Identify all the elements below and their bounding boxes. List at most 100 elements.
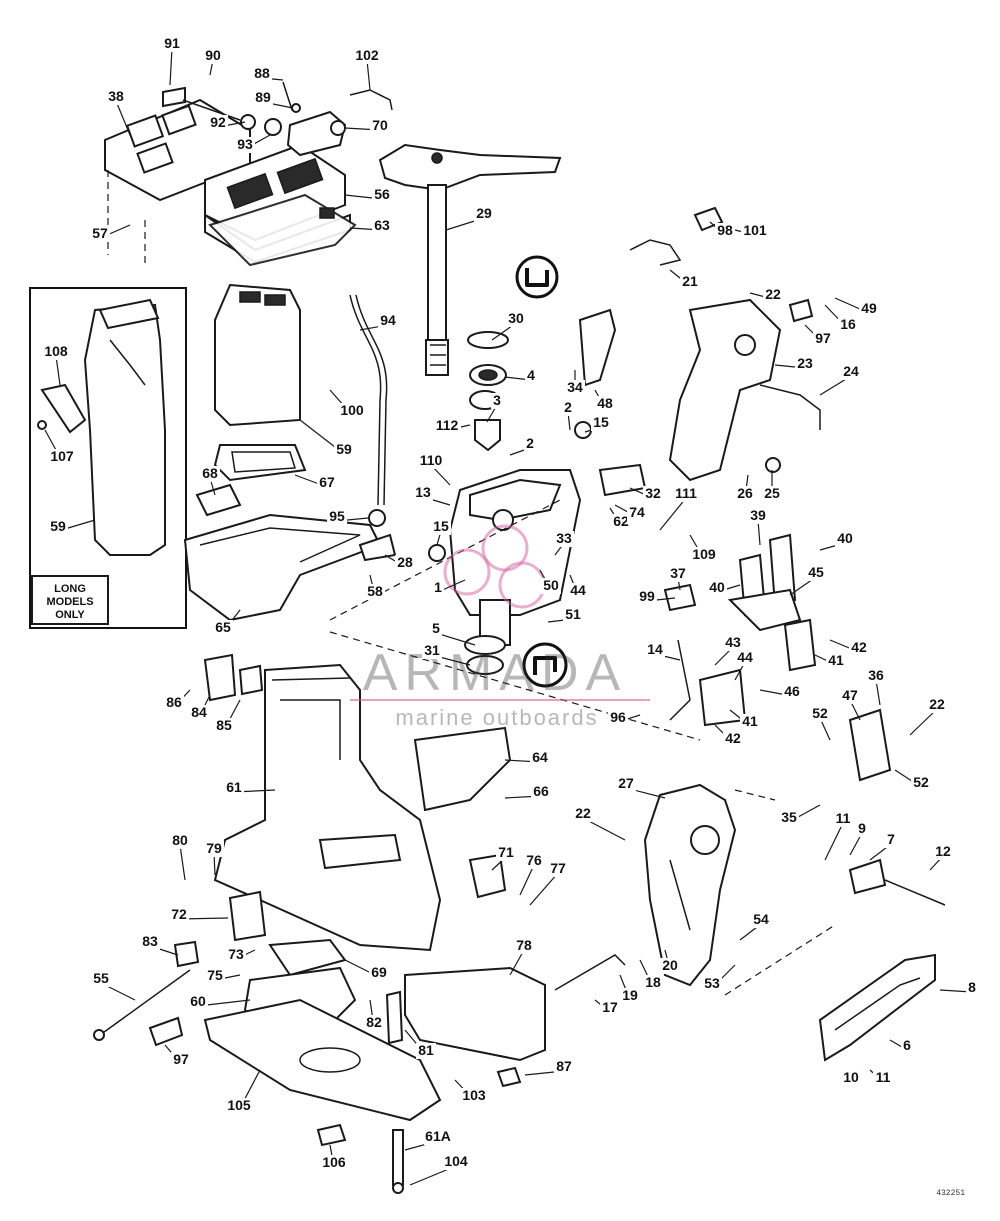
callout-40: 40: [709, 579, 725, 595]
inset-note-line-1: LONG: [54, 583, 86, 595]
watermark-brand: ARMADA: [363, 644, 627, 702]
callout-backdrop: [565, 380, 585, 396]
callout-backdrop: [835, 531, 855, 547]
callout-backdrop: [591, 415, 611, 431]
lubrication-symbol-bottom: [522, 642, 568, 688]
leader-line-11: [824, 822, 844, 861]
callout-backdrop: [740, 714, 760, 730]
callout-backdrop: [715, 223, 735, 239]
callout-backdrop: [856, 821, 868, 837]
callout-34: 34: [567, 379, 583, 395]
callout-82: 82: [366, 1014, 382, 1030]
callout-backdrop: [432, 580, 444, 596]
callout-backdrop: [885, 832, 897, 848]
callout-98: 98: [717, 222, 733, 238]
callout-backdrop: [42, 344, 70, 360]
callout-backdrop: [966, 980, 978, 996]
callout-105: 105: [227, 1097, 251, 1113]
callout-backdrop: [430, 621, 442, 637]
callout-backdrop: [433, 418, 461, 434]
callout-backdrop: [554, 1059, 574, 1075]
water-tube: [349, 294, 388, 527]
callout-7: 7: [887, 831, 895, 847]
callout-backdrop: [496, 845, 516, 861]
callout-backdrop: [48, 449, 76, 465]
callout-8: 8: [968, 979, 976, 995]
callout-labels: 1223456789101111121314151516171819202122…: [42, 35, 978, 1171]
callout-29: 29: [476, 205, 492, 221]
callout-32: 32: [645, 485, 661, 501]
callout-backdrop: [204, 841, 224, 857]
callout-backdrop: [460, 1088, 488, 1104]
callout-107: 107: [50, 448, 74, 464]
callout-backdrop: [140, 934, 160, 950]
callout-backdrop: [530, 750, 550, 766]
callout-12: 12: [935, 843, 951, 859]
lower-tray-group: [183, 483, 397, 622]
inset-note-line-2: MODELS: [46, 596, 93, 608]
callout-backdrop: [442, 1154, 470, 1170]
callout-70: 70: [372, 117, 388, 133]
callout-55: 55: [93, 970, 109, 986]
callout-backdrop: [548, 861, 568, 877]
side-plate: [818, 953, 936, 1062]
exhaust-adapter-group: [104, 81, 393, 267]
callout-83: 83: [142, 933, 158, 949]
callout-35: 35: [781, 809, 797, 825]
callout-17: 17: [602, 999, 618, 1015]
callout-backdrop: [474, 206, 494, 222]
callout-41: 41: [742, 713, 758, 729]
callout-backdrop: [806, 565, 826, 581]
callout-backdrop: [224, 780, 244, 796]
callout-backdrop: [424, 1129, 452, 1145]
callout-backdrop: [563, 607, 583, 623]
leader-line-111: [659, 497, 687, 531]
callout-14: 14: [647, 641, 663, 657]
callout-backdrop: [200, 466, 220, 482]
callout-backdrop: [370, 118, 390, 134]
callout-25: 25: [764, 485, 780, 501]
callout-19: 19: [622, 987, 638, 1003]
leader-line-5: [435, 632, 476, 646]
callout-96: 96: [610, 709, 626, 725]
callout-backdrop: [334, 442, 354, 458]
callout-backdrop: [866, 668, 886, 684]
callout-109: 109: [692, 546, 716, 562]
callout-backdrop: [235, 137, 255, 153]
callout-backdrop: [164, 695, 184, 711]
callout-backdrop: [779, 810, 799, 826]
callout-108: 108: [44, 343, 68, 359]
callout-13: 13: [415, 484, 431, 500]
callout-42: 42: [851, 639, 867, 655]
callout-backdrop: [416, 1043, 436, 1059]
drawing-number: 432251: [936, 1189, 965, 1198]
callout-91: 91: [164, 35, 180, 51]
callout-backdrop: [672, 486, 700, 502]
callout-backdrop: [317, 475, 337, 491]
callout-11: 11: [836, 810, 851, 826]
callout-23: 23: [797, 355, 813, 371]
callout-backdrop: [568, 583, 588, 599]
tilt-bracket-group: [554, 783, 836, 996]
callout-79: 79: [206, 840, 222, 856]
callout-92: 92: [210, 114, 226, 130]
callout-2: 2: [564, 399, 572, 415]
callout-9: 9: [858, 820, 866, 836]
callout-84: 84: [191, 704, 207, 720]
callout-36: 36: [868, 667, 884, 683]
callout-backdrop: [911, 775, 931, 791]
callout-5: 5: [432, 620, 440, 636]
callout-64: 64: [532, 749, 548, 765]
callout-backdrop: [541, 578, 561, 594]
watermark: ARMADA marine outboards: [350, 524, 650, 730]
callout-54: 54: [753, 911, 769, 927]
callout-53: 53: [704, 975, 720, 991]
callout-backdrop: [514, 938, 534, 954]
callout-backdrop: [417, 453, 445, 469]
callout-27: 27: [618, 775, 634, 791]
callout-backdrop: [214, 718, 234, 734]
callout-backdrop: [735, 650, 755, 666]
callout-106: 106: [322, 1154, 346, 1170]
callout-76: 76: [526, 852, 542, 868]
